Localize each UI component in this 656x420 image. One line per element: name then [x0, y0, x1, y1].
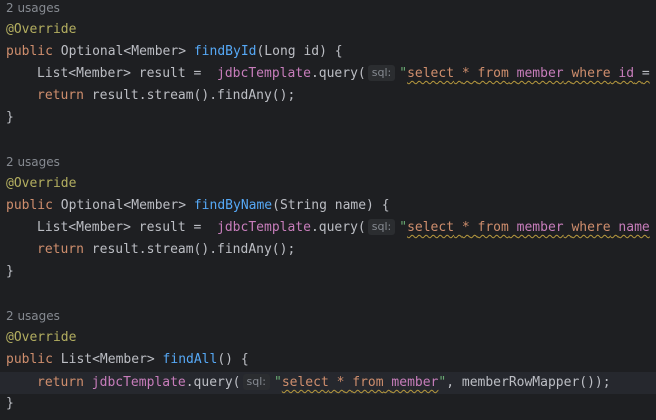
- code-line-query: List<Member> result = jdbcTemplate.query…: [6, 217, 650, 239]
- code-line-return: return result.stream().findAny();: [6, 239, 295, 261]
- annotation: @Override: [6, 176, 77, 191]
- query-call: .query(: [310, 220, 366, 235]
- sql-keyword: where: [571, 66, 611, 81]
- code-line-return-query[interactable]: return jdbcTemplate.query(sql:"select * …: [6, 372, 611, 394]
- string-quote: ": [438, 375, 447, 390]
- method-params: (Long id) {: [256, 44, 343, 59]
- annotation: @Override: [6, 330, 77, 345]
- jdbc-template-field[interactable]: jdbcTemplate: [91, 375, 186, 390]
- return-type: Optional<Member>: [60, 198, 187, 213]
- closing-brace: }: [6, 264, 14, 279]
- code-line-query: List<Member> result = jdbcTemplate.query…: [6, 63, 650, 85]
- keyword-public: public: [6, 44, 53, 59]
- sql-column: name: [618, 220, 650, 235]
- sql-star: *: [336, 375, 345, 390]
- sql-table: member: [391, 375, 439, 390]
- current-line-highlight: [0, 372, 656, 394]
- sql-star: *: [461, 66, 470, 81]
- sql-column: id: [618, 66, 635, 81]
- parameter-hint: sql:: [242, 374, 270, 390]
- string-quote: ": [399, 66, 408, 81]
- method-signature: public Optional<Member> findByName(Strin…: [6, 195, 390, 217]
- sql-keyword: select: [407, 66, 455, 81]
- jdbc-template-field[interactable]: jdbcTemplate: [217, 66, 311, 81]
- annotation-line: @Override: [6, 327, 76, 349]
- usages-link[interactable]: 2 usages: [6, 155, 60, 169]
- return-type: List<Member>: [60, 352, 155, 367]
- string-quote: ": [274, 375, 282, 390]
- string-quote: ": [399, 220, 408, 235]
- annotation: @Override: [6, 22, 77, 37]
- method-name[interactable]: findByName: [193, 198, 273, 213]
- call-arguments: , memberRowMapper());: [446, 375, 611, 390]
- query-call: .query(: [310, 66, 366, 81]
- sql-keyword: where: [571, 220, 611, 235]
- sql-keyword: select: [407, 220, 455, 235]
- usages-link[interactable]: 2 usages: [6, 309, 60, 323]
- closing-brace: }: [6, 396, 14, 411]
- return-expression: result.stream().findAny();: [91, 242, 296, 257]
- jdbc-template-field[interactable]: jdbcTemplate: [217, 220, 311, 235]
- parameter-hint: sql:: [367, 219, 396, 235]
- method-signature: public List<Member> findAll() {: [6, 349, 249, 371]
- annotation-line: @Override: [6, 173, 76, 195]
- parameter-hint: sql:: [367, 65, 396, 81]
- method-name[interactable]: findById: [193, 44, 257, 59]
- sql-table: member: [516, 66, 564, 81]
- usages-link[interactable]: 2 usages: [6, 1, 60, 15]
- keyword-return: return: [37, 375, 84, 390]
- keyword-return: return: [37, 88, 84, 103]
- sql-keyword: from: [352, 375, 384, 390]
- closing-brace: }: [6, 110, 14, 125]
- code-line-return: return result.stream().findAny();: [6, 85, 295, 107]
- method-signature: public Optional<Member> findById(Long id…: [6, 41, 343, 63]
- method-name[interactable]: findAll: [162, 352, 218, 367]
- keyword-public: public: [6, 198, 53, 213]
- result-declaration: List<Member> result =: [37, 66, 202, 81]
- sql-operator: =: [641, 66, 650, 81]
- keyword-return: return: [37, 242, 84, 257]
- return-expression: result.stream().findAny();: [91, 88, 296, 103]
- sql-table: member: [516, 220, 564, 235]
- sql-keyword: from: [477, 66, 509, 81]
- sql-star: *: [461, 220, 470, 235]
- result-declaration: List<Member> result =: [37, 220, 202, 235]
- method-params: () {: [217, 352, 249, 367]
- query-call: .query(: [185, 375, 241, 390]
- annotation-line: @Override: [6, 19, 76, 41]
- keyword-public: public: [6, 352, 53, 367]
- return-type: Optional<Member>: [60, 44, 187, 59]
- sql-keyword: from: [477, 220, 509, 235]
- sql-keyword: select: [281, 375, 329, 390]
- method-params: (String name) {: [272, 198, 390, 213]
